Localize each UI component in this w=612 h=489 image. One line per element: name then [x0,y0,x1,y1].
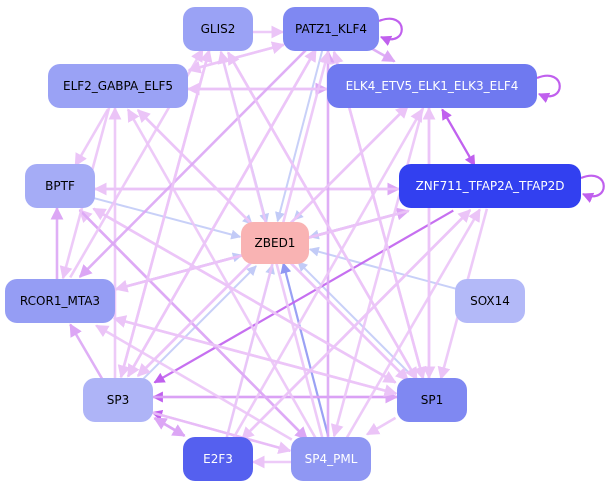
node-box [25,164,95,208]
edge-bptf-to-zbed1 [93,197,242,240]
edge-patz1_klf4-to-elk4_etv5_elk1_elk3_elf4 [370,47,396,63]
node-box [399,164,581,208]
node-box [83,378,153,422]
node-box [327,64,537,108]
node-elk4_etv5_elk1_elk3_elf4[interactable]: ELK4_ETV5_ELK1_ELK3_ELF4 [327,64,537,108]
edge-e2f3-to-elk4_etv5_elk1_elk3_elf4 [232,108,424,440]
node-label: ZBED1 [255,236,296,250]
edge-sp3-to-rcor1_mta3 [69,323,104,381]
self-loop-patz1_klf4 [378,17,403,46]
node-label: SP3 [107,393,130,407]
node-label: SOX14 [470,294,510,308]
node-label: SP4_PML [305,452,358,466]
node-label: ELK4_ETV5_ELK1_ELK3_ELF4 [346,79,519,93]
edge-patz1_klf4-to-sp3 [126,48,317,378]
node-sp4_pml[interactable]: SP4_PML [291,437,371,481]
node-box [5,279,115,323]
node-label: RCOR1_MTA3 [20,294,100,308]
edge-sp4_pml-to-elf2_gabpa_elf5 [126,108,317,440]
node-rcor1_mta3[interactable]: RCOR1_MTA3 [5,279,115,323]
node-box [183,7,253,51]
node-sox14[interactable]: SOX14 [455,279,525,323]
node-box [455,279,525,323]
node-label: GLIS2 [201,22,236,36]
node-box [241,222,309,264]
node-label: SP1 [421,393,444,407]
self-loop-elk4_etv5_elk1_elk3_elf4 [536,74,561,103]
edge-patz1_klf4-to-zbed1 [275,49,324,223]
edge-sox14-to-zbed1 [308,246,457,290]
edge-sp3-to-glis2 [119,48,213,378]
edge-znf711_tfap2a_tfap2d-to-sp3 [153,209,454,384]
node-box [397,378,467,422]
node-znf711_tfap2a_tfap2d[interactable]: ZNF711_TFAP2A_TFAP2D [399,164,581,208]
node-elf2_gabpa_elf5[interactable]: ELF2_GABPA_ELF5 [48,64,188,108]
node-label: ELF2_GABPA_ELF5 [63,79,173,93]
edge-bptf-to-sp4_pml [78,209,308,441]
node-zbed1[interactable]: ZBED1 [241,222,309,264]
edge-sp3-to-sp4_pml [151,411,292,454]
edges-layer [50,25,489,469]
edge-rcor1_mta3-to-sp1 [113,317,398,397]
edge-sp3-to-e2f3 [153,416,186,437]
node-label: E2F3 [203,452,233,466]
node-label: BPTF [45,179,75,193]
edge-elf2_gabpa_elf5-to-bptf [74,108,109,167]
node-box [283,7,379,51]
edge-sp3-to-zbed1 [141,265,257,381]
edge-znf711_tfap2a_tfap2d-to-e2f3 [241,209,472,441]
node-sp1[interactable]: SP1 [397,378,467,422]
node-label: PATZ1_KLF4 [295,22,367,36]
edge-patz1_klf4-to-rcor1_mta3 [78,47,308,278]
node-glis2[interactable]: GLIS2 [183,7,253,51]
self-loop-znf711_tfap2a_tfap2d [580,174,605,203]
node-box [291,437,371,481]
node-box [48,64,188,108]
edge-znf711_tfap2a_tfap2d-to-elk4_etv5_elk1_elk3_elf4 [441,108,476,167]
node-box [183,437,253,481]
edge-sp1-to-sp4_pml [365,416,397,436]
node-sp3[interactable]: SP3 [83,378,153,422]
node-patz1_klf4[interactable]: PATZ1_KLF4 [283,7,379,51]
edge-sp4_pml-to-zbed1 [280,262,330,437]
edge-glis2-to-sp1 [226,51,418,381]
node-bptf[interactable]: BPTF [25,164,95,208]
node-e2f3[interactable]: E2F3 [183,437,253,481]
edge-bptf-to-sp1 [92,207,397,384]
edge-sp4_pml-to-znf711_tfap2a_tfap2d [345,208,481,440]
node-label: ZNF711_TFAP2A_TFAP2D [416,179,565,193]
self-loops-layer [378,17,605,203]
